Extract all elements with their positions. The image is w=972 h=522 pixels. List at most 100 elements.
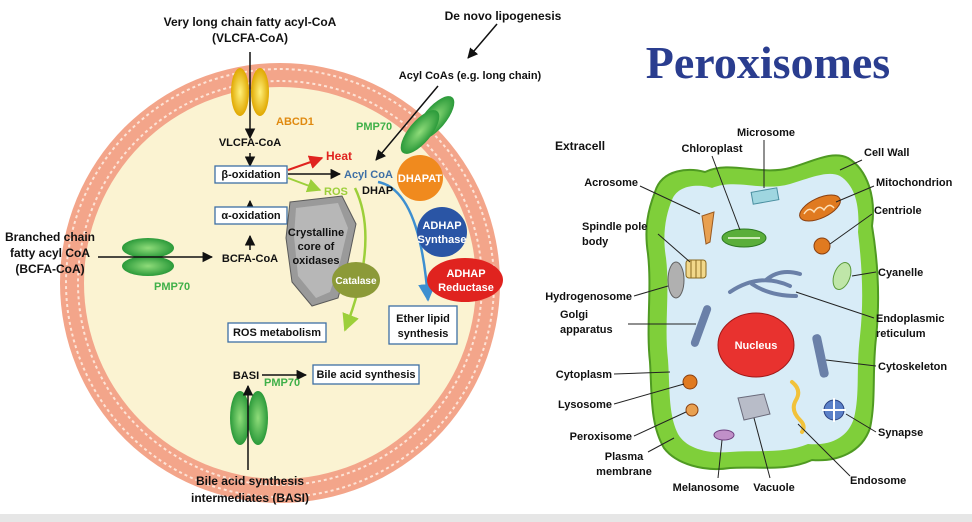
core-label-2: core of (298, 241, 335, 253)
plasma-label-2: membrane (596, 466, 652, 478)
page-title: Peroxisomes (646, 37, 890, 88)
cell-wall-label: Cell Wall (864, 147, 909, 159)
peroxisome-organelle (685, 403, 699, 417)
adhap-reductase-label-1: ADHAP (446, 268, 485, 280)
hydrogenosome (667, 261, 685, 299)
ether-lipid-box (388, 305, 458, 345)
adhap-synthase-label-2: Synthase (418, 234, 467, 246)
centriole (813, 237, 831, 255)
nucleus-label: Nucleus (735, 340, 778, 352)
peroxisome-label: Peroxisome (570, 431, 632, 443)
bile-acid-box (312, 364, 420, 385)
dhapat-label: DHAPAT (398, 173, 442, 185)
ros-metabolism-box (227, 322, 327, 343)
lysosome-label: Lysosome (558, 399, 612, 411)
nucleus-shape (717, 312, 795, 378)
bcfa-label-1: Branched chain (5, 230, 95, 244)
mitochondrion (799, 194, 841, 222)
vlcfa-label-2: (VLCFA-CoA) (212, 31, 288, 45)
catalase-blob (332, 262, 380, 298)
endosome-label: Endosome (850, 475, 906, 487)
abcd1-transporter (231, 68, 269, 116)
acrosome (701, 211, 715, 245)
alpha-oxidation-label: α-oxidation (221, 210, 281, 222)
pmp70-top-transporter (400, 96, 455, 154)
vlcfa-label-1: Very long chain fatty acyl-CoA (164, 15, 337, 29)
arrow-acyl-coas-in (375, 85, 439, 161)
centriole-label: Centriole (874, 205, 922, 217)
bcfa-coa-label: BCFA-CoA (222, 253, 278, 265)
cell-diagram: Extracell Chloroplast Microsome Cell Wal… (545, 127, 952, 494)
cyanelle (832, 262, 852, 290)
pmp70-left-transporter (122, 238, 174, 276)
arrow-heat (287, 155, 324, 171)
ether-lipid-label-1: Ether lipid (396, 313, 450, 325)
alpha-oxidation-box (214, 206, 288, 225)
melanosome (713, 429, 735, 441)
extracell-heading: Extracell (555, 139, 605, 153)
core-label-1: Crystalline (288, 227, 344, 239)
pmp70-bottom-label: PMP70 (264, 377, 300, 389)
spindle-label-1: Spindle pole (582, 221, 647, 233)
bcfa-label-3: (BCFA-CoA) (15, 262, 84, 276)
endoplasmic-reticulum (728, 270, 802, 298)
heat-label: Heat (326, 149, 352, 163)
arrow-ether-lipid (377, 180, 436, 302)
bcfa-label-2: fatty acyl CoA (10, 246, 90, 260)
arrow-ros-metabolism (342, 187, 367, 332)
microsome-label: Microsome (737, 127, 795, 139)
endosome (790, 380, 806, 434)
pmp70-left-label: PMP70 (154, 281, 190, 293)
cytoplasm-label: Cytoplasm (556, 369, 612, 381)
synapse-label: Synapse (878, 427, 923, 439)
beta-oxidation-label: β-oxidation (221, 169, 281, 181)
dhap-label: DHAP (362, 185, 393, 197)
basi-label-1: Bile acid synthesis (196, 474, 304, 488)
abcd1-label: ABCD1 (276, 116, 314, 128)
melanosome-label: Melanosome (673, 482, 740, 494)
vacuole-label: Vacuole (753, 482, 795, 494)
pmp70-bottom-transporter (230, 391, 268, 445)
leader-lines (613, 140, 877, 479)
mitochondrion-label: Mitochondrion (876, 177, 953, 189)
er-label-2: reticulum (876, 328, 926, 340)
spindle-pole-body (685, 259, 707, 279)
bile-acid-label: Bile acid synthesis (316, 369, 415, 381)
beta-oxidation-box (214, 165, 288, 184)
golgi-label-2: apparatus (560, 324, 613, 336)
synapse (822, 398, 846, 422)
arrow-de-novo (467, 23, 498, 59)
plasma-label-1: Plasma (605, 451, 644, 463)
adhap-synthase-enzyme (417, 207, 467, 257)
acrosome-label: Acrosome (584, 177, 638, 189)
cyanelle-label: Cyanelle (878, 267, 923, 279)
basi-label-2: intermediates (BASI) (191, 491, 309, 505)
golgi-label-1: Golgi (560, 309, 588, 321)
ros-label: ROS (324, 186, 348, 198)
adhap-reductase-enzyme (427, 258, 503, 302)
vacuole (737, 393, 771, 421)
microsome (750, 187, 780, 205)
catalase-label: Catalase (335, 276, 377, 287)
golgi-apparatus (690, 305, 712, 347)
er-label-1: Endoplasmic (876, 313, 944, 325)
chloroplast-label: Chloroplast (681, 143, 742, 155)
spindle-label-2: body (582, 236, 609, 248)
acyl-coa-label: Acyl CoA (344, 169, 393, 181)
basi-label: BASI (233, 370, 259, 382)
bottom-bar (0, 514, 972, 522)
dhapat-enzyme (397, 155, 443, 201)
lysosome (682, 374, 698, 390)
core-label-3: oxidases (292, 255, 339, 267)
adhap-reductase-label-2: Reductase (438, 282, 494, 294)
cytoskeleton (812, 334, 829, 378)
acyl-coas-label: Acyl CoAs (e.g. long chain) (399, 70, 542, 82)
vlcfa-coa-label: VLCFA-CoA (219, 137, 281, 149)
cytoskeleton-label: Cytoskeleton (878, 361, 947, 373)
de-novo-label: De novo lipogenesis (445, 9, 562, 23)
ether-lipid-label-2: synthesis (398, 328, 449, 340)
pmp70-top-label: PMP70 (356, 121, 392, 133)
peroxisome-diagram: Very long chain fatty acyl-CoA (VLCFA-Co… (5, 9, 562, 505)
